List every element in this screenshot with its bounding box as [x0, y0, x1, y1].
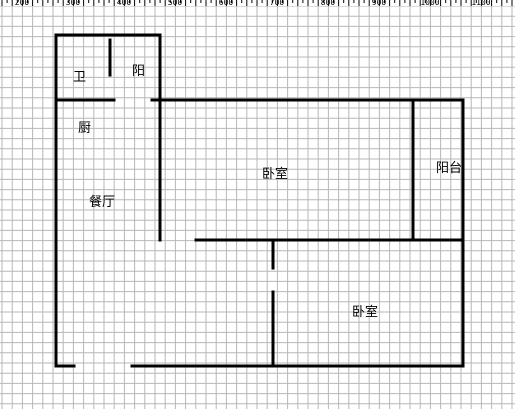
room-labels: 卫 阳 厨 餐厅 卧室 阳台 卧室	[73, 64, 462, 320]
ruler-label: 400	[117, 0, 132, 7]
ruler-label: 500	[168, 0, 183, 7]
room-label-bedroom-upper: 卧室	[262, 166, 288, 182]
room-label-bathroom: 卫	[73, 70, 86, 85]
ruler-label: 200	[15, 0, 30, 7]
ruler-label: 600	[219, 0, 234, 7]
ruler-label: 700	[270, 0, 285, 7]
walls	[54, 33, 465, 368]
ruler-label: 1000	[420, 0, 439, 7]
room-label-small-balcony: 阳	[132, 64, 145, 79]
room-label-kitchen: 厨	[78, 121, 91, 136]
room-label-balcony: 阳台	[436, 161, 462, 176]
ruler-label: 900	[372, 0, 387, 7]
room-label-dining-room: 餐厅	[89, 194, 115, 210]
ruler-label: 800	[321, 0, 336, 7]
room-label-bedroom-lower: 卧室	[352, 304, 378, 320]
ruler-label: 300	[66, 0, 81, 7]
ruler-label: 1100	[471, 0, 490, 7]
top-ruler: 200 300 400 500 600 700 800 900 1000 1100	[0, 0, 515, 7]
